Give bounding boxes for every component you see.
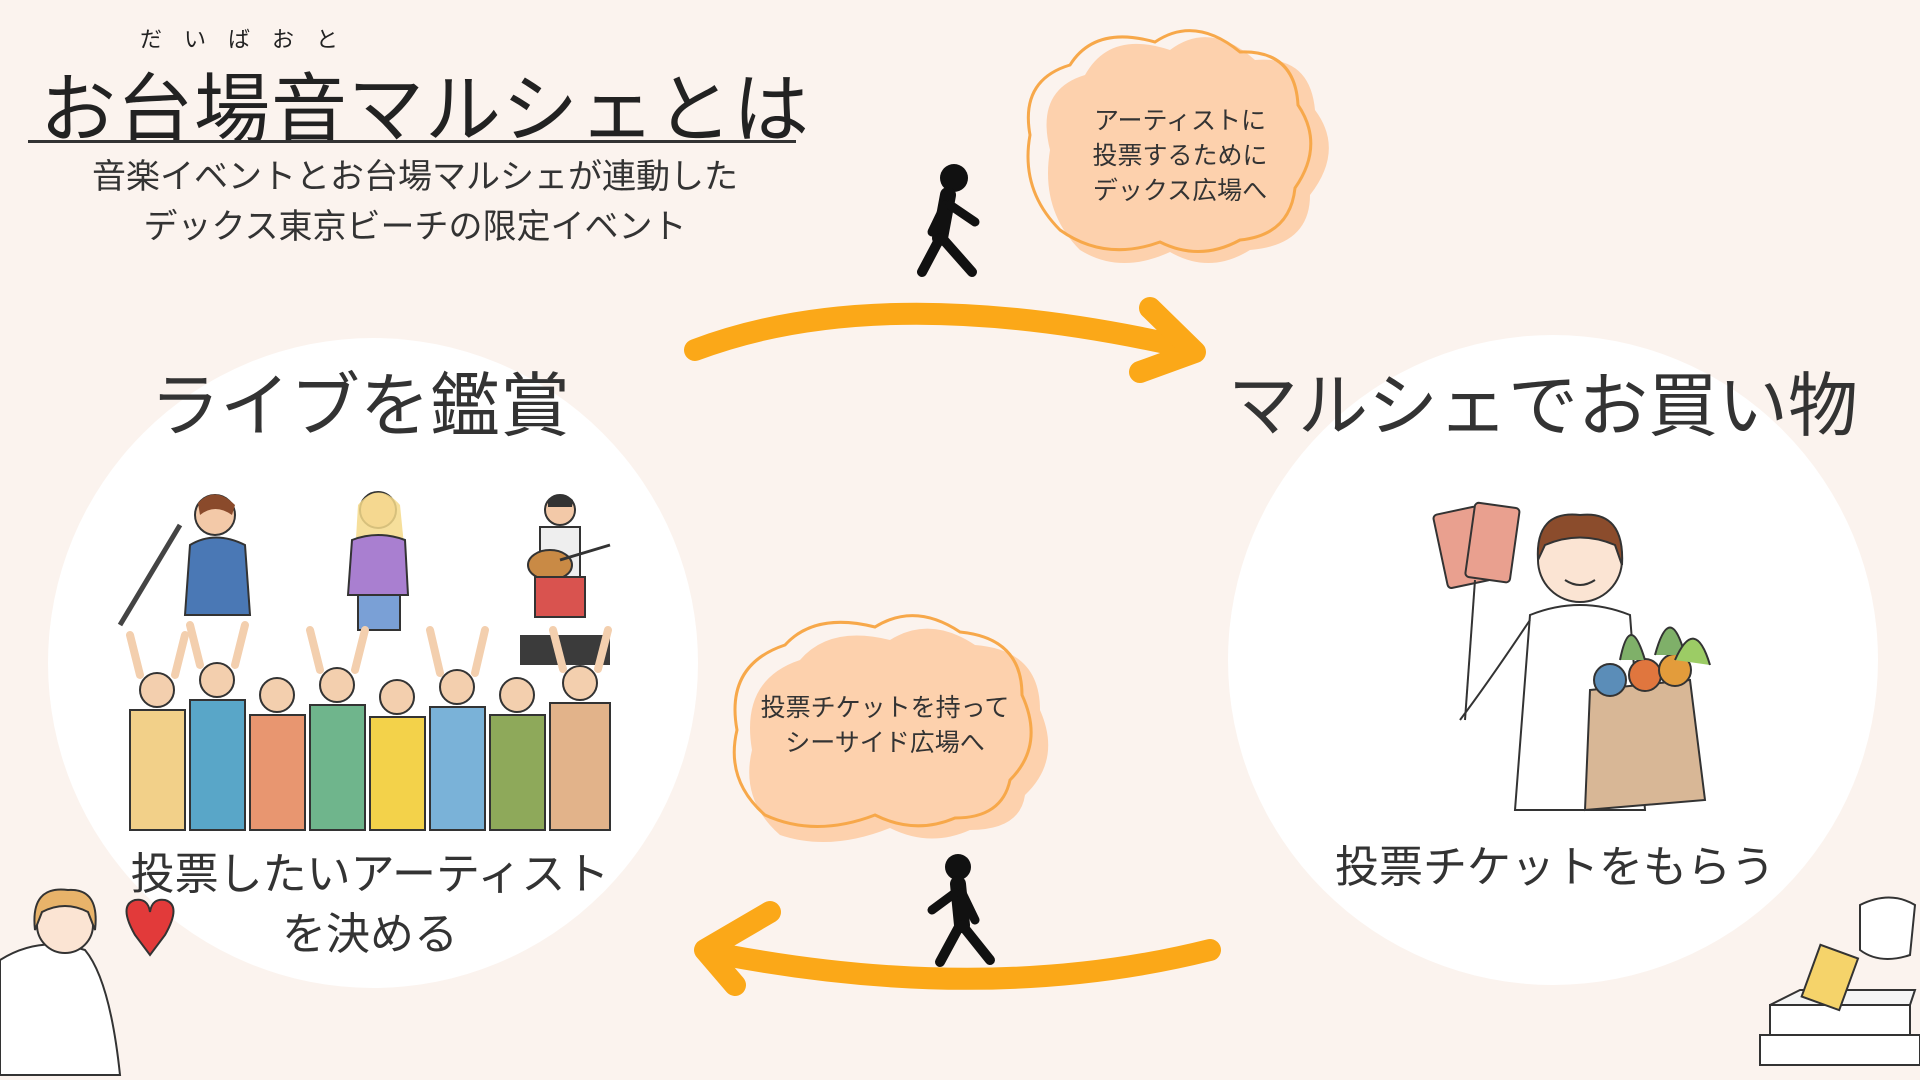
live-caption: 投票したいアーティスト を決める [90,845,650,965]
subtitle-line-2: デックス東京ビーチの限定イベント [143,207,687,247]
top-cloud-text: アーティストに 投票するために デックス広場へ [1060,103,1300,208]
live-caption-line-1: 投票したいアーティスト [130,849,610,900]
page-title: お台場音マルシェとは [40,65,810,154]
title-ruby: だいばおと [140,28,361,53]
arrow-to-live [714,939,1221,990]
walking-person-icon [917,164,980,277]
live-heading: ライブを鑑賞 [150,365,570,447]
arrow-head-left-icon [694,901,781,996]
walking-person-icon [927,854,995,967]
mic-stand-icon [117,523,183,627]
ballot-box-icon [1759,896,1920,1066]
subtitle-line-1: 音楽イベントとお台場マルシェが連動した [92,157,738,197]
arrow-head-right-icon [1129,297,1206,383]
marche-caption: 投票チケットをもらう [1335,842,1775,893]
top-cloud-bubble [1026,29,1329,264]
heart-icon [125,898,175,957]
marche-heading: マルシェでお買い物 [1228,365,1858,447]
bottom-cloud-line-1: 投票チケットを持って [760,693,1010,722]
shopper-illustration [1432,501,1711,812]
top-cloud-line-3: デックス広場へ [1092,176,1268,205]
woman-with-heart-illustration [0,888,175,1076]
concert-illustration [117,491,612,831]
ticket-icon [1432,501,1521,589]
title-underline [28,140,796,143]
live-caption-line-2: を決める [282,909,458,960]
bottom-cloud-line-2: シーサイド広場へ [785,728,985,757]
top-cloud-line-1: アーティストに [1093,106,1266,135]
arrow-to-marche [684,302,1186,361]
bottom-cloud-bubble [732,614,1049,843]
page-subtitle: 音楽イベントとお台場マルシェが連動した デックス東京ビーチの限定イベント [30,152,800,252]
bottom-cloud-text: 投票チケットを持って シーサイド広場へ [740,690,1030,760]
top-cloud-line-2: 投票するために [1092,141,1268,170]
